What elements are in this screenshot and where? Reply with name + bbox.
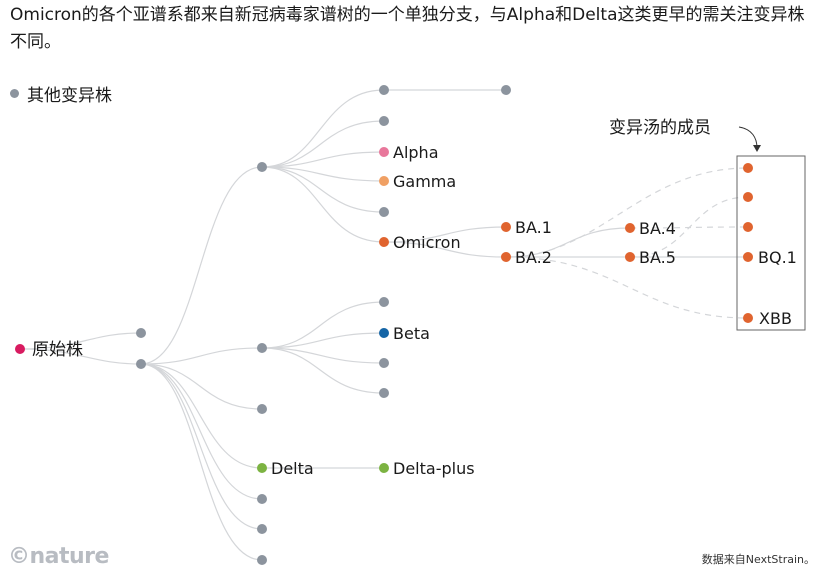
legend: 其他变异株 [10,80,112,106]
soup-arrow [738,126,758,149]
edge [140,363,263,410]
soup-box [736,155,806,331]
edge [505,167,749,258]
node-xbb [743,313,753,323]
edge [261,151,385,168]
label-delta: Delta [271,459,314,478]
edge [140,363,263,500]
edge [140,363,263,469]
node-alpha [379,147,389,157]
node [257,494,267,504]
tree-labels: 原始株 Alpha Gamma Omicron BA.1 BA.2 BA.4 B… [32,118,797,478]
edge [383,226,507,243]
edge [261,347,385,394]
node [379,297,389,307]
node-ba1 [501,222,511,232]
node-ba2 [501,252,511,262]
label-bq1: BQ.1 [758,248,797,267]
edge [261,166,385,182]
soup-edges [505,167,749,319]
label-gamma: Gamma [393,172,456,191]
node [257,343,267,353]
node-ba5 [625,252,635,262]
node [379,116,389,126]
node-ba4 [625,223,635,233]
node [136,359,146,369]
tree-nodes [15,85,753,565]
label-ba4: BA.4 [639,219,676,238]
node-soup [743,222,753,232]
label-delta-plus: Delta-plus [393,459,475,478]
node-delta-plus [379,463,389,473]
node [257,555,267,565]
label-soup: 变异汤的成员 [609,118,711,138]
edge [261,347,385,364]
node [257,162,267,172]
chart-title: Omicron的各个亚谱系都来自新冠病毒家谱树的一个单独分支，与Alpha和De… [10,5,805,52]
edge [505,227,631,258]
label-omicron: Omicron [393,233,461,252]
node [257,524,267,534]
label-ba1: BA.1 [515,218,552,237]
node [501,85,511,95]
node-soup [743,163,753,173]
edge [19,348,142,365]
node [379,358,389,368]
edge [140,363,263,530]
label-ba5: BA.5 [639,248,676,267]
legend-gray-dot [10,88,19,98]
node [379,85,389,95]
node-gamma [379,176,389,186]
node [379,388,389,398]
edge [505,256,749,319]
node-bq1 [743,252,753,262]
edge [261,301,385,349]
data-source: 数据来自NextStrain。 [701,553,815,566]
nature-logo: ©nature [8,544,109,569]
node [136,328,146,338]
edge [140,347,263,365]
node-soup [743,192,753,202]
label-ba2: BA.2 [515,248,552,267]
label-alpha: Alpha [393,143,439,162]
edge [140,363,263,561]
edge [383,241,507,258]
edge [261,166,385,243]
node [257,404,267,414]
edge [261,89,385,168]
label-origin: 原始株 [32,340,83,360]
legend-label: 其他变异株 [27,85,112,106]
edge [629,226,749,229]
node [379,207,389,217]
node-delta [257,463,267,473]
soup-arrow-head [753,145,761,152]
edge [261,332,385,349]
edge [261,166,385,213]
tree-edges [19,89,748,561]
edge [19,332,142,350]
node-beta [379,328,389,338]
node-origin [15,344,25,354]
edge [140,166,263,365]
label-beta: Beta [393,324,430,343]
node-omicron [379,237,389,247]
edge [261,120,385,168]
label-xbb: XBB [759,309,792,328]
